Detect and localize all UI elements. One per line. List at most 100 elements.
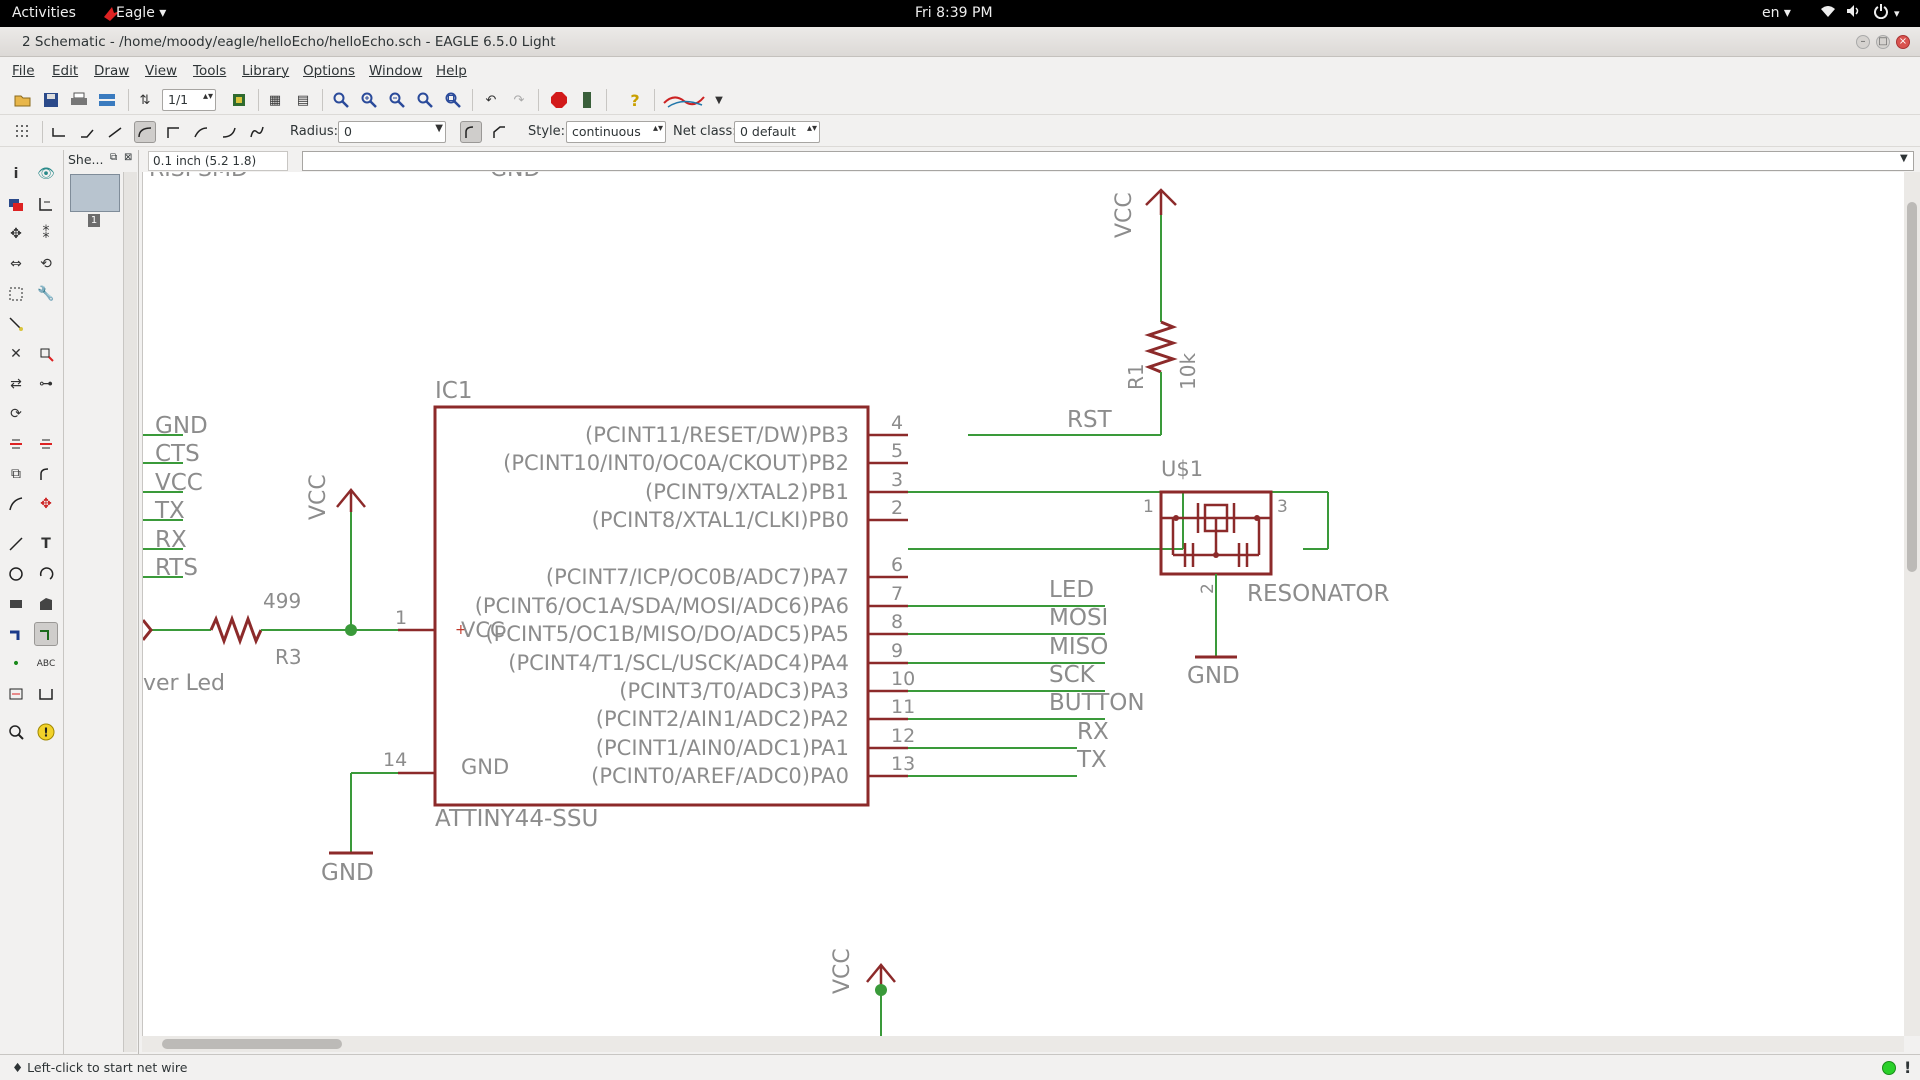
bend-round-icon[interactable] — [190, 121, 212, 143]
led-symbol[interactable] — [143, 619, 153, 641]
save-icon[interactable] — [40, 89, 62, 111]
move-icon[interactable]: ✥ — [10, 226, 22, 242]
chevron-down-icon[interactable]: ▾ — [1894, 7, 1900, 20]
zoom-in-icon[interactable] — [358, 89, 380, 111]
net-label-miso[interactable]: MISO — [1049, 634, 1108, 660]
circle-icon[interactable] — [4, 562, 28, 586]
float-icon[interactable]: ⧉ — [110, 152, 118, 163]
net-label-rx[interactable]: RX — [1077, 719, 1109, 745]
bend-45-icon[interactable] — [76, 121, 98, 143]
menu-window[interactable]: Window — [369, 63, 423, 79]
menu-view[interactable]: View — [145, 63, 178, 79]
change-icon[interactable]: 🔧 — [37, 286, 55, 302]
schematic-drawing[interactable]: RISPSMD GND VCC R1 10k IC1 ATTINY44-SSU … — [143, 172, 1904, 1036]
miter-round-icon[interactable] — [460, 121, 482, 143]
command-input[interactable] — [302, 151, 1914, 171]
close-icon[interactable]: ⊠ — [124, 152, 133, 163]
design-link-icon[interactable] — [662, 89, 706, 111]
mirror-icon[interactable]: ⇔ — [10, 256, 22, 272]
gnd-supply-resonator[interactable]: GND — [1187, 655, 1240, 689]
bend-freehand-icon[interactable] — [246, 121, 268, 143]
value-icon[interactable] — [4, 432, 28, 456]
print-icon[interactable] — [68, 89, 90, 111]
menu-library[interactable]: Library — [242, 63, 290, 79]
zoom-fit-icon[interactable] — [330, 89, 352, 111]
use-library-icon[interactable] — [228, 89, 250, 111]
grid-icon[interactable] — [12, 121, 34, 143]
menu-help[interactable]: Help — [436, 63, 467, 79]
menu-file[interactable]: File — [12, 63, 35, 79]
rotate-icon[interactable]: ⟲ — [40, 256, 52, 272]
help-icon[interactable]: ? — [630, 90, 640, 110]
undo-icon[interactable]: ↶ — [485, 92, 497, 108]
clock[interactable]: Fri 8:39 PM — [915, 5, 993, 21]
resonator-u1[interactable]: U$1 1 3 2 RESONATOR — [1143, 457, 1390, 607]
net-label-tx[interactable]: TX — [1076, 747, 1107, 773]
info-icon[interactable]: i — [13, 166, 19, 182]
attribute-icon[interactable] — [4, 682, 28, 706]
right-net-stubs[interactable] — [908, 491, 1329, 777]
bend-arc-icon[interactable] — [134, 121, 156, 143]
split-icon[interactable]: ⧉ — [11, 466, 21, 482]
net-icon[interactable] — [34, 622, 58, 646]
ulp-icon[interactable]: ▤ — [296, 92, 310, 108]
net-label-button[interactable]: BUTTON — [1049, 690, 1145, 716]
cam-processor-icon[interactable] — [96, 89, 118, 111]
label-icon[interactable]: ABC — [36, 659, 56, 669]
chevron-down-icon[interactable]: ▼ — [1900, 153, 1908, 164]
sheet-thumbnail[interactable] — [70, 174, 120, 212]
net-label-sck[interactable]: SCK — [1049, 662, 1096, 688]
radius-input[interactable]: 0 ▼ — [338, 121, 446, 143]
stop-icon[interactable] — [548, 89, 570, 111]
dimension-icon[interactable] — [34, 682, 58, 706]
wire-icon[interactable] — [4, 532, 28, 556]
bend-straight-icon[interactable] — [104, 121, 126, 143]
replace-icon[interactable]: ⊶ — [39, 376, 53, 392]
optimize-icon[interactable] — [4, 492, 28, 516]
schematic-canvas[interactable]: RISPSMD GND VCC R1 10k IC1 ATTINY44-SSU … — [142, 172, 1904, 1036]
net-label-mosi[interactable]: MOSI — [1049, 605, 1108, 631]
close-button[interactable]: × — [1896, 35, 1910, 49]
language-selector[interactable]: en ▾ — [1762, 5, 1791, 21]
menu-options[interactable]: Options — [303, 63, 356, 79]
menu-draw[interactable]: Draw — [94, 63, 130, 79]
resistor-r3[interactable]: 499 R3 — [209, 589, 302, 669]
bus-icon[interactable] — [4, 622, 28, 646]
app-menu[interactable]: Eagle ▾ — [116, 5, 167, 21]
bend-corner-icon[interactable] — [162, 121, 184, 143]
canvas-horizontal-scrollbar[interactable] — [142, 1036, 1904, 1052]
minimize-button[interactable]: – — [1856, 35, 1870, 49]
canvas-vertical-scrollbar[interactable] — [1904, 172, 1920, 1036]
delete-icon[interactable]: ✕ — [10, 346, 22, 362]
vcc-supply-ic[interactable]: VCC — [306, 474, 366, 520]
vcc-supply-r1[interactable]: VCC — [1112, 188, 1177, 238]
maximize-button[interactable]: □ — [1876, 35, 1890, 49]
junction[interactable] — [875, 984, 887, 996]
style-select[interactable]: continuous ▴▾ — [566, 121, 666, 143]
menu-edit[interactable]: Edit — [52, 63, 79, 79]
scroll-thumb[interactable] — [1907, 202, 1917, 572]
net-label-led[interactable]: LED — [1049, 577, 1094, 603]
group-icon[interactable] — [4, 282, 28, 306]
invoke-icon[interactable]: ✥ — [40, 496, 52, 512]
miter-icon[interactable] — [34, 462, 58, 486]
zoom-redraw-icon[interactable] — [414, 89, 436, 111]
sheet-selector[interactable]: 1/1 ▴▾ — [162, 89, 216, 111]
mark-icon[interactable] — [34, 192, 58, 216]
show-icon[interactable]: 👁 — [37, 166, 55, 182]
pinswap-icon[interactable]: ⇄ — [10, 376, 22, 392]
sheets-scrollbar[interactable] — [123, 172, 137, 1052]
paste-icon[interactable] — [4, 312, 28, 336]
resistor-r1[interactable]: R1 10k — [1124, 320, 1200, 390]
board-switch-icon[interactable]: ⇅ — [139, 92, 151, 108]
wifi-icon[interactable] — [1820, 4, 1836, 22]
net-class-select[interactable]: 0 default ▴▾ — [734, 121, 820, 143]
add-icon[interactable] — [34, 342, 58, 366]
junction-icon[interactable]: • — [11, 656, 21, 672]
open-icon[interactable] — [12, 89, 34, 111]
smash-icon[interactable] — [34, 432, 58, 456]
gnd-supply-ic[interactable]: GND — [321, 851, 374, 886]
bend-90-icon[interactable] — [48, 121, 70, 143]
errors-icon[interactable]: ! — [34, 720, 58, 744]
